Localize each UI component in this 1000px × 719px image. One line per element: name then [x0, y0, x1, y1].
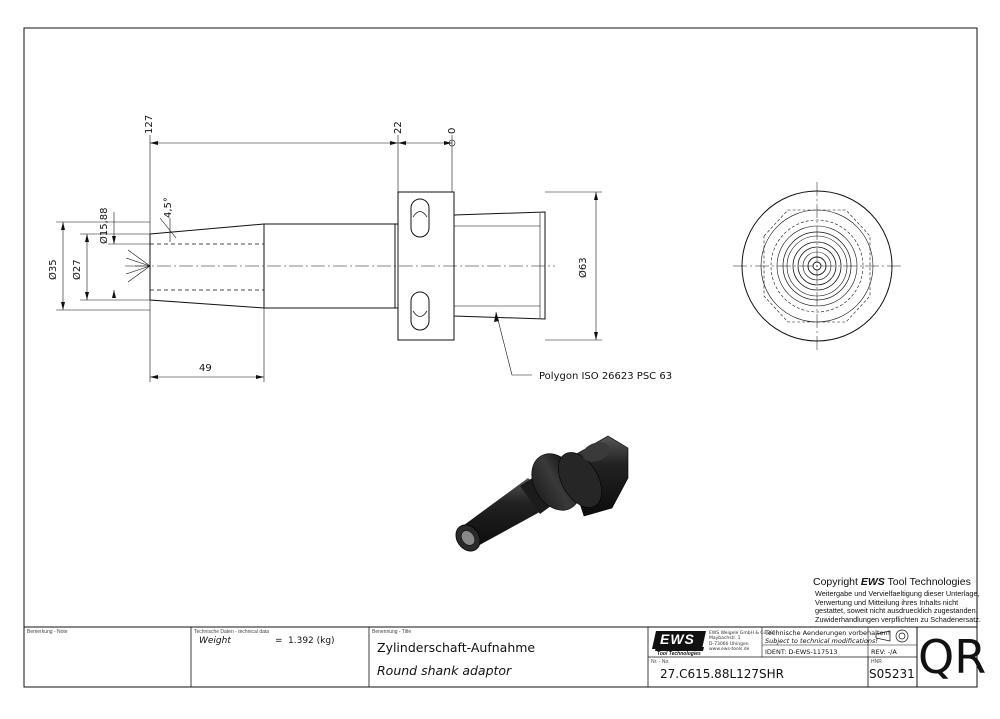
copyright-brand: EWS: [860, 576, 885, 588]
isometric-view: [455, 435, 629, 552]
weight-label: Weight: [199, 636, 231, 646]
sheet-border: [23, 27, 978, 688]
title-block-grid: [24, 626, 977, 687]
change-notice-en: Subject to technical modifications!: [765, 637, 878, 645]
tech-data-label: Technische Daten - technical data: [194, 629, 270, 635]
title-label: Benennung - Title: [372, 629, 412, 635]
weight-value: 1.392 (kg): [288, 636, 335, 646]
dim-overall-length: 127: [144, 114, 155, 134]
part-number: 27.C615.88L127SHR: [660, 667, 785, 681]
company-line: www.ews-tools.de: [709, 647, 750, 653]
dim-angle: 4,5°: [163, 197, 174, 218]
hnr-number: S05231: [869, 667, 915, 681]
projection-symbol-icon: [875, 629, 909, 643]
hnr-label: HNR: [871, 659, 882, 665]
title-german: Zylinderschaft-Aufnahme: [377, 640, 536, 655]
company-line: EWS Weigele GmbH & Co. KG: [709, 631, 776, 636]
ident-number: IDENT: D-EWS-117513: [765, 648, 838, 656]
dim-bore-depth: 49: [199, 363, 212, 374]
dim-datum: 0: [447, 127, 458, 134]
side-view: [125, 191, 555, 341]
ews-logo-icon: [652, 631, 706, 651]
copyright-title: Copyright EWS Tool Technologies: [813, 576, 971, 588]
copyright-line: Verwertung und Mitteilung ihres Inhalts …: [815, 597, 959, 607]
psc-polygon-shank: [453, 211, 546, 320]
title-english: Round shank adaptor: [377, 663, 512, 678]
dimension-arrows: [61, 141, 598, 379]
company-address: EWS Weigele GmbH & Co. KG Maybachstr. 1 …: [709, 631, 775, 653]
dimension-lines: [56, 135, 602, 382]
flange-slot-bottom: [410, 291, 430, 331]
company-line: Maybachstr. 1: [709, 636, 741, 642]
dim-flange-offset: 22: [393, 121, 404, 134]
remark-label: Bemerkung - Note: [27, 629, 68, 635]
qr-marker: QR: [918, 630, 987, 684]
copyright-text: Weitergabe und Vervielfaeltigung dieser …: [815, 589, 981, 624]
dim-inner-diameter: Ø27: [72, 259, 83, 280]
weight-eq: =: [275, 636, 283, 646]
polygon-callout: Polygon ISO 26623 PSC 63: [539, 371, 673, 382]
dim-outer-diameter: Ø35: [48, 259, 59, 280]
flange-slot-top: [410, 198, 430, 238]
copyright-line: Weitergabe und Vervielfaeltigung dieser …: [815, 589, 980, 598]
copyright-line: gestattet, soweit nicht ausdruecklich zu…: [815, 606, 978, 616]
part-number-label: Nr. - No.: [651, 659, 670, 665]
dim-bore-diameter: Ø15,88: [99, 207, 110, 245]
revision: REV: -/A: [871, 648, 897, 656]
company-line: D-73066 Uhingen: [709, 641, 749, 647]
logo-subtitle: Tool Technologies: [657, 651, 701, 657]
logo-text: EWS: [660, 631, 695, 647]
copyright-prefix: Copyright: [813, 576, 858, 588]
end-view: [733, 182, 901, 350]
dim-flange-diameter: Ø63: [578, 257, 589, 278]
change-notice-de: Technische Aenderungen vorbehalten!: [765, 629, 891, 637]
copyright-suffix: Tool Technologies: [887, 576, 971, 588]
copyright-line: Zuwiderhandlungen verpflichten zu Schade…: [815, 614, 981, 624]
